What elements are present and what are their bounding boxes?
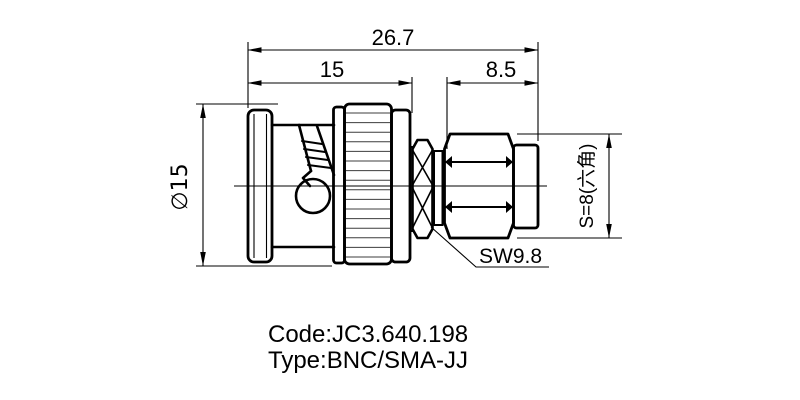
neck-1 xyxy=(409,146,414,232)
sma-end-cylinder xyxy=(512,143,540,230)
dimension-bnc-length: 15 xyxy=(247,57,413,113)
hex-chamfer-mark xyxy=(506,156,513,168)
bnc-front-flange xyxy=(246,108,274,264)
dimension-hex-across-flats: S=8(六角) xyxy=(517,133,622,239)
slot-edge xyxy=(315,124,336,177)
dim-sma-label: 8.5 xyxy=(486,57,517,82)
dimension-diameter: ∅15 xyxy=(168,103,332,267)
sma-hex-nut xyxy=(443,132,515,240)
leader-line xyxy=(430,226,549,268)
coupling-nut-knurling xyxy=(346,112,391,258)
hex-chamfer-mark xyxy=(445,156,452,168)
bnc-connector xyxy=(246,102,412,266)
sma-neck-groove xyxy=(433,150,444,226)
slot-edge xyxy=(297,123,313,173)
dim-hex-label: S=8(六角) xyxy=(576,144,598,229)
hex-flat-lines xyxy=(443,161,515,208)
dimension-overall-length: 26.7 xyxy=(247,25,539,141)
slot-steps xyxy=(301,140,332,169)
dim-overall-label: 26.7 xyxy=(372,25,415,50)
hex-chamfer-mark xyxy=(506,201,513,213)
hex-outline xyxy=(443,132,515,240)
hex-chamfer-mark xyxy=(445,201,452,213)
knurled-ring-crosshatch xyxy=(411,149,434,229)
dimension-sma-length: 8.5 xyxy=(446,57,539,149)
bnc-coupling-nut xyxy=(343,102,412,266)
coupling-nut-end-cap xyxy=(390,108,412,264)
dim-bnc-label: 15 xyxy=(320,57,344,82)
caption-type: Type:BNC/SMA-JJ xyxy=(268,347,468,374)
dim-diameter-label: ∅15 xyxy=(168,163,193,210)
label-knurl-wrench-size: SW9.8 xyxy=(430,226,549,268)
bayonet-pin-hole xyxy=(294,177,332,215)
caption-block: Code:JC3.640.198 Type:BNC/SMA-JJ xyxy=(268,321,468,374)
caption-code: Code:JC3.640.198 xyxy=(268,321,468,348)
bnc-body xyxy=(270,123,336,249)
knurl-label: SW9.8 xyxy=(479,245,542,268)
slot-notch xyxy=(301,169,313,188)
bnc-bayonet-slot xyxy=(294,123,336,215)
